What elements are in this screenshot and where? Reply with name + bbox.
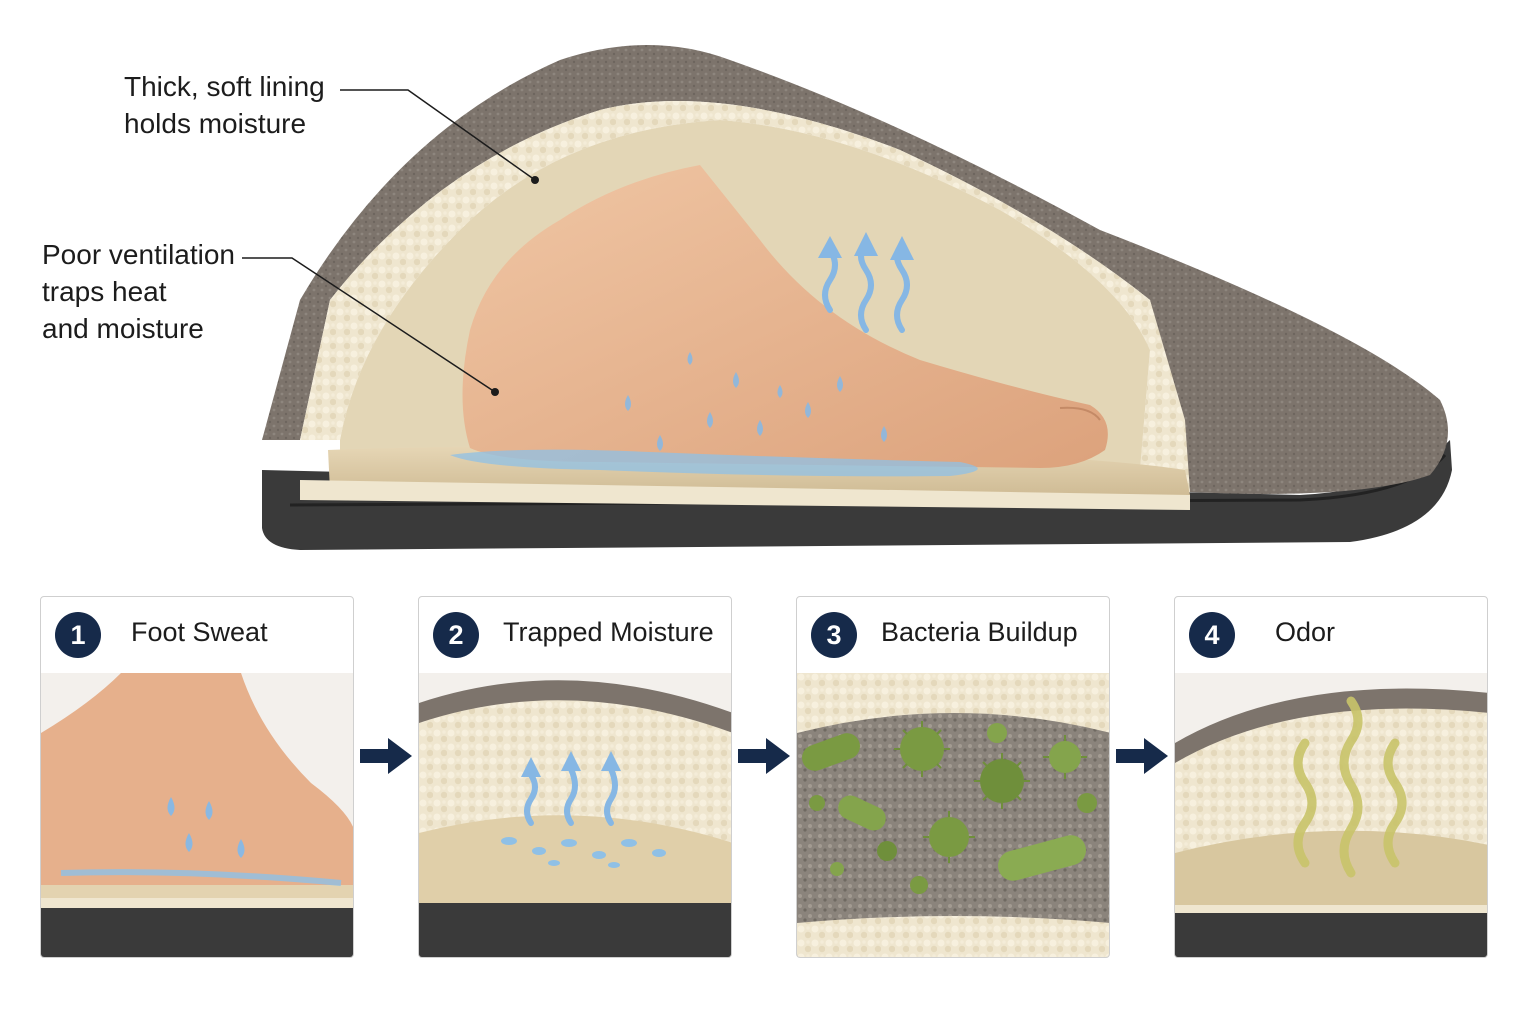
callout-leader-lines bbox=[242, 89, 536, 393]
step-header: 1 Foot Sweat bbox=[41, 597, 353, 673]
step-arrow-icon bbox=[738, 738, 790, 774]
moisture-arrow-icon bbox=[524, 766, 618, 826]
step-panel-odor: 4 Odor bbox=[1174, 596, 1488, 958]
step-panel-bacteria-buildup: 3 Bacteria Buildup bbox=[796, 596, 1110, 958]
step-panel-foot-sweat: 1 Foot Sweat bbox=[40, 596, 354, 958]
step-header: 2 Trapped Moisture bbox=[419, 597, 731, 673]
step-illustration bbox=[1175, 673, 1487, 957]
step-number-badge: 4 bbox=[1189, 612, 1235, 658]
step-header: 4 Odor bbox=[1175, 597, 1487, 673]
callout-line: Thick, soft lining bbox=[124, 71, 325, 102]
sweat-droplet-icon bbox=[167, 797, 245, 858]
odor-wave-icon bbox=[1293, 696, 1407, 878]
step-arrow-icon bbox=[360, 738, 412, 774]
foot bbox=[462, 165, 1108, 468]
step-header: 3 Bacteria Buildup bbox=[797, 597, 1109, 673]
step-panel-trapped-moisture: 2 Trapped Moisture bbox=[418, 596, 732, 958]
step-number-badge: 1 bbox=[55, 612, 101, 658]
callout-line: Poor ventilation bbox=[42, 239, 236, 270]
step-title: Odor bbox=[1275, 617, 1336, 647]
callout-lining: Thick, soft lining holds moisture bbox=[124, 68, 325, 142]
sweat-droplet-icon bbox=[625, 352, 887, 451]
moisture-puddle bbox=[450, 449, 978, 477]
step-title: Trapped Moisture bbox=[503, 617, 714, 647]
step-title: Bacteria Buildup bbox=[881, 617, 1078, 647]
callout-line: traps heat bbox=[42, 276, 167, 307]
step-arrow-icon bbox=[1116, 738, 1168, 774]
slipper-upper bbox=[262, 45, 1448, 494]
step-illustration bbox=[41, 673, 353, 957]
step-number-badge: 2 bbox=[433, 612, 479, 658]
slipper-cross-section bbox=[242, 45, 1452, 550]
bacteria-icon bbox=[802, 721, 1097, 894]
step-illustration bbox=[797, 673, 1109, 957]
step-illustration bbox=[419, 673, 731, 957]
step-title: Foot Sweat bbox=[131, 617, 268, 647]
callout-line: and moisture bbox=[42, 313, 204, 344]
callout-ventilation: Poor ventilation traps heat and moisture bbox=[42, 236, 235, 347]
step-number-badge: 3 bbox=[811, 612, 857, 658]
callout-line: holds moisture bbox=[124, 108, 307, 139]
